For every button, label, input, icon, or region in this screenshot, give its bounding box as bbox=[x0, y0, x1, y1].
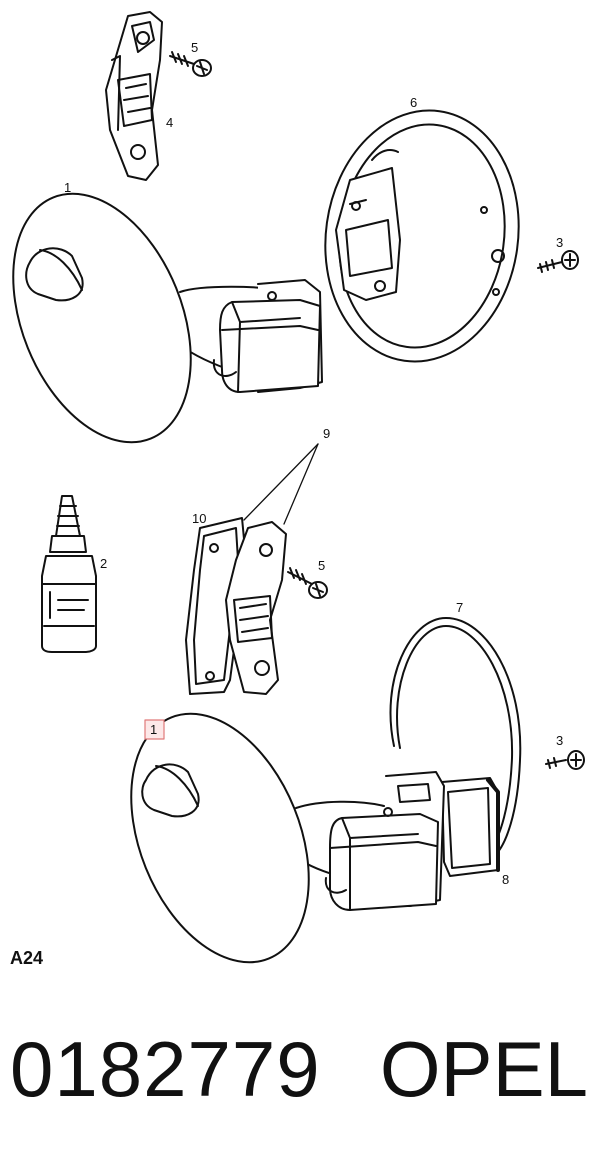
gasket-part-10 bbox=[185, 517, 247, 695]
callout-9: 9 bbox=[323, 426, 330, 441]
callout-10: 10 bbox=[192, 511, 206, 526]
mirror-housing-part-1-top bbox=[12, 192, 323, 444]
mirror-ring-part-6 bbox=[324, 109, 520, 363]
callout-8: 8 bbox=[502, 872, 509, 887]
sealant-bottle-part-2 bbox=[41, 495, 97, 653]
callout-1-highlighted: 1 bbox=[150, 722, 157, 737]
callout-1-top: 1 bbox=[64, 180, 71, 195]
bracket-part-9 bbox=[225, 521, 287, 695]
gasket-part-8 bbox=[441, 777, 500, 877]
callout-5-top: 5 bbox=[191, 40, 198, 55]
seal-ring-part-7 bbox=[389, 617, 522, 857]
callout-4: 4 bbox=[166, 115, 173, 130]
screw-part-5-top bbox=[169, 51, 212, 77]
highlight-box bbox=[144, 719, 165, 740]
diagram-id-label: A24 bbox=[10, 948, 43, 968]
screw-part-3-bottom bbox=[545, 750, 585, 770]
callout-5-bottom: 5 bbox=[318, 558, 325, 573]
callout-6: 6 bbox=[410, 95, 417, 110]
leader-lines bbox=[243, 443, 319, 525]
highlighted-callout-1[interactable]: 1 bbox=[144, 719, 165, 740]
screw-part-3-top bbox=[537, 250, 579, 273]
callout-7: 7 bbox=[456, 600, 463, 615]
bracket-part-4 bbox=[105, 11, 163, 181]
mirror-housing-part-1-bottom bbox=[130, 712, 445, 964]
screw-part-5-bottom bbox=[287, 567, 328, 599]
exploded-parts-diagram: 1 2 3 3 4 5 5 6 7 8 9 10 1 A24 bbox=[10, 11, 585, 968]
callout-2: 2 bbox=[100, 556, 107, 571]
footer: 0182779 OPEL bbox=[0, 1030, 600, 1140]
brand-name: OPEL bbox=[379, 1025, 588, 1113]
callout-3-bottom: 3 bbox=[556, 733, 563, 748]
callout-3-top: 3 bbox=[556, 235, 563, 250]
part-number: 0182779 bbox=[10, 1025, 321, 1113]
